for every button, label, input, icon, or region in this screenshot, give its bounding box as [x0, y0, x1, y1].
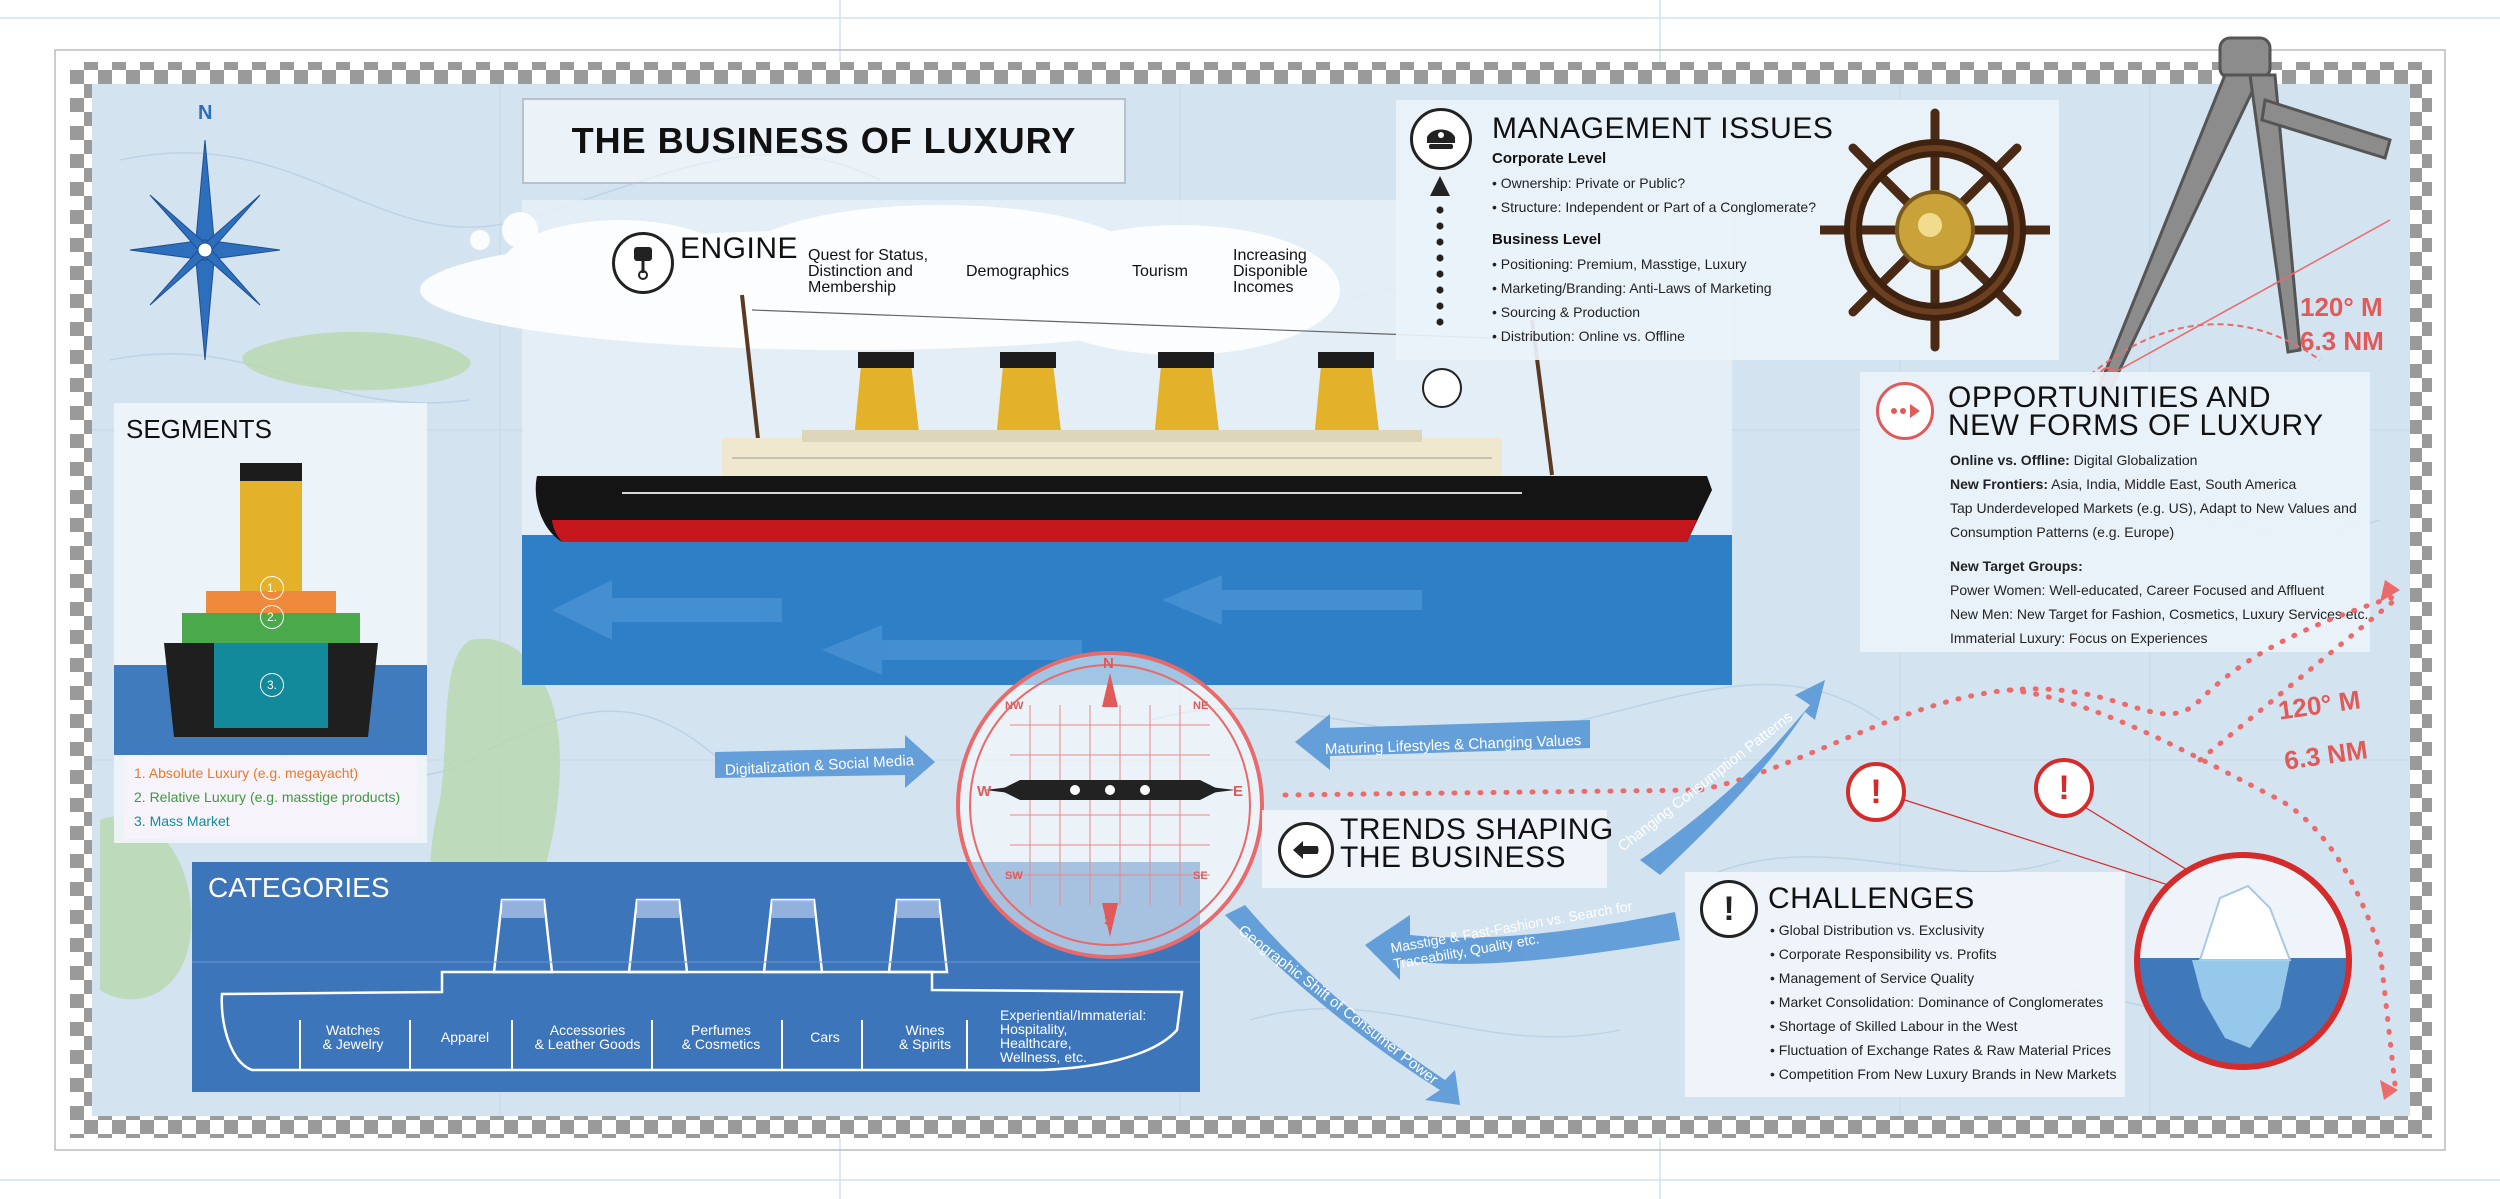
opportunity-row-text: New Men: New Target for Fashion, Cosmeti…: [1950, 606, 2369, 622]
opportunity-row-bold: New Target Groups:: [1950, 558, 2083, 574]
opportunities-title-line2: NEW FORMS OF LUXURY: [1948, 409, 2324, 442]
segment-number: 1.: [260, 576, 284, 600]
engine-driver-demographics: Demographics: [966, 263, 1070, 280]
management-business-heading: Business Level: [1492, 231, 1602, 248]
compass-sw: SW: [1005, 870, 1023, 882]
piston-icon: [612, 232, 674, 294]
category-cars: Cars: [810, 1029, 840, 1045]
challenge-item: • Corporate Responsibility vs. Profits: [1770, 946, 1997, 962]
category-perfumes: Perfumes & Cosmetics: [681, 1022, 761, 1052]
engine-driver-status: Quest for Status, Distinction and Member…: [808, 247, 929, 296]
warning-icon: !: [1846, 762, 1906, 822]
opportunity-row-bold: New Frontiers:: [1950, 476, 2049, 492]
compass-nw: NW: [1005, 700, 1024, 712]
warning-icon: !: [2034, 758, 2094, 818]
challenge-item: • Management of Service Quality: [1770, 970, 1975, 986]
challenges-list: • Global Distribution vs. Exclusivity • …: [1770, 918, 2116, 1086]
segment-number: 3.: [260, 673, 284, 697]
trends-title-line1: TRENDS SHAPING: [1340, 813, 1614, 846]
radar-arrow-icon: [1876, 382, 1934, 440]
compass-n: N: [1103, 655, 1114, 672]
category-watches: Watches & Jewelry: [322, 1022, 384, 1052]
dotted-connector: [1430, 176, 1450, 326]
trends-title-line2: THE BUSINESS: [1340, 841, 1567, 874]
categories-title: CATEGORIES: [208, 872, 390, 903]
opportunity-row-text: Digital Globalization: [2069, 452, 2198, 468]
bearing-label-top: 120° M: [2300, 292, 2383, 322]
challenge-item: • Global Distribution vs. Exclusivity: [1770, 922, 1985, 938]
management-item: • Structure: Independent or Part of a Co…: [1492, 199, 1816, 215]
exclamation-icon: !: [1700, 880, 1758, 938]
management-item: • Distribution: Online vs. Offline: [1492, 328, 1685, 344]
segment-item-mass: 3. Mass Market: [134, 813, 230, 829]
segments-title: SEGMENTS: [126, 414, 272, 444]
compass-s: S: [1104, 912, 1115, 929]
segment-item-absolute: 1. Absolute Luxury (e.g. megayacht): [134, 765, 359, 781]
categories-blueprint-ship: [192, 898, 1200, 1072]
opportunities-title-line1: OPPORTUNITIES AND: [1948, 381, 2272, 414]
segments-legend: 1. Absolute Luxury (e.g. megayacht) 2. R…: [124, 757, 417, 839]
compass-rose-icon: [129, 139, 281, 361]
opportunities-title: OPPORTUNITIES AND NEW FORMS OF LUXURY: [1948, 381, 2324, 442]
engine-title: ENGINE: [680, 232, 799, 265]
category-experiential: Experiential/Immaterial: Hospitality, He…: [1000, 1007, 1147, 1065]
challenge-item: • Shortage of Skilled Labour in the West: [1770, 1018, 2018, 1034]
category-apparel: Apparel: [440, 1029, 490, 1045]
management-item: • Ownership: Private or Public?: [1492, 175, 1686, 191]
trends-title: TRENDS SHAPING THE BUSINESS: [1340, 813, 1614, 874]
challenge-item: • Competition From New Luxury Brands in …: [1770, 1066, 2117, 1082]
compass-ne: NE: [1193, 700, 1209, 712]
challenge-item: • Market Consolidation: Dominance of Con…: [1770, 994, 2104, 1010]
management-item: • Marketing/Branding: Anti-Laws of Marke…: [1492, 280, 1772, 296]
opportunities-list: Online vs. Offline: Digital Globalizatio…: [1950, 448, 2368, 650]
distance-label-top: 6.3 NM: [2300, 326, 2384, 356]
category-accessories: Accessories & Leather Goods: [534, 1022, 641, 1052]
opportunity-row-bold: Online vs. Offline:: [1950, 452, 2070, 468]
compass-w: W: [977, 783, 992, 800]
opportunity-row-text: Immaterial Luxury: Focus on Experiences: [1950, 630, 2208, 646]
segment-number: 2.: [260, 605, 284, 629]
opportunity-row-text: Power Women: Well-educated, Career Focus…: [1950, 582, 2325, 598]
compass-e: E: [1233, 783, 1244, 800]
page-title: THE BUSINESS OF LUXURY: [522, 98, 1126, 184]
compass-rose-north-label: N: [198, 102, 213, 124]
engine-driver-incomes: Increasing Disponible Incomes: [1233, 247, 1308, 296]
opportunity-row-text: Asia, India, Middle East, South America: [2048, 476, 2297, 492]
iceberg-icon: [2134, 852, 2352, 1070]
management-corporate: Corporate Level • Ownership: Private or …: [1492, 150, 1816, 348]
opportunity-row-text: Tap Underdeveloped Markets (e.g. US), Ad…: [1950, 500, 2357, 516]
challenges-panel: [1685, 872, 2125, 1097]
captain-hat-small-icon: [1422, 368, 1462, 408]
back-arrow-icon: [1278, 822, 1334, 878]
compass-se: SE: [1193, 870, 1208, 882]
management-item: • Sourcing & Production: [1492, 304, 1641, 320]
navigation-compass-icon: [956, 651, 1264, 959]
management-item: • Positioning: Premium, Masstige, Luxury: [1492, 256, 1747, 272]
engine-driver-tourism: Tourism: [1132, 263, 1189, 280]
ship-wheel-icon: [1820, 108, 2050, 352]
opportunities-panel: [1860, 372, 2370, 652]
captain-hat-icon: [1410, 108, 1472, 170]
management-corporate-heading: Corporate Level: [1492, 150, 1607, 167]
challenges-title: CHALLENGES: [1768, 882, 1975, 915]
challenge-item: • Fluctuation of Exchange Rates & Raw Ma…: [1770, 1042, 2112, 1058]
management-title: MANAGEMENT ISSUES: [1492, 112, 1834, 145]
opportunity-row-text: Consumption Patterns (e.g. Europe): [1950, 524, 2175, 540]
segment-item-relative: 2. Relative Luxury (e.g. masstige produc…: [134, 789, 401, 805]
category-wines: Wines & Spirits: [898, 1022, 952, 1052]
